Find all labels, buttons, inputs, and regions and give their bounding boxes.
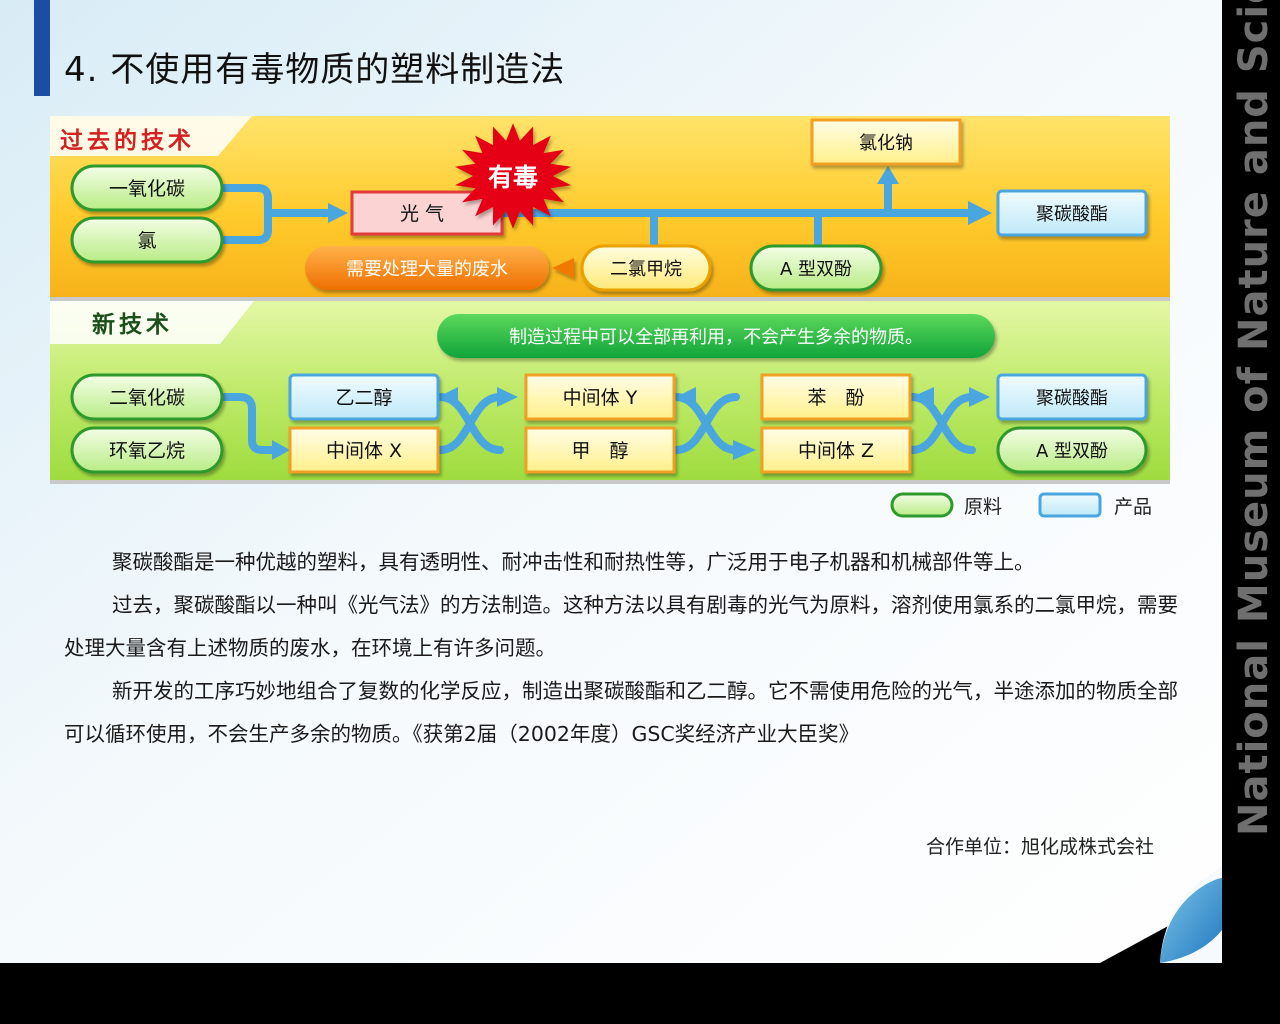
old-tech-label: 过去的技术 bbox=[60, 127, 195, 154]
intermediate-x-box bbox=[288, 426, 440, 474]
solvent-label: 二氯甲烷 bbox=[610, 259, 682, 280]
new-product-box bbox=[996, 373, 1148, 421]
side-banner-text: National Museum of Nature and Science bbox=[1231, 0, 1277, 836]
byproduct-box bbox=[810, 118, 962, 166]
intermediate-y-box bbox=[524, 373, 676, 421]
intermediate-y-label: 中间体 Y bbox=[563, 387, 638, 409]
new-tech-label: 新技术 bbox=[92, 311, 173, 338]
legend-product-swatch bbox=[1038, 492, 1102, 518]
legend-raw-swatch bbox=[890, 492, 954, 518]
methanol-label: 甲 醇 bbox=[571, 440, 628, 462]
recycle-note-label: 制造过程中可以全部再利用，不会产生多余的物质。 bbox=[509, 327, 923, 348]
paragraph-1: 聚碳酸酯是一种优越的塑料，具有透明性、耐冲击性和耐热性等，广泛用于电子机器和机械… bbox=[64, 541, 1184, 584]
new-bisphenol-label: A 型双酚 bbox=[1036, 441, 1108, 462]
page-curl-shadow bbox=[1160, 878, 1222, 963]
credit-line: 合作单位：旭化成株式会社 bbox=[925, 836, 1154, 858]
paragraph-1-text: 聚碳酸酯是一种优越的塑料，具有透明性、耐冲击性和耐热性等，广泛用于电子机器和机械… bbox=[112, 550, 1035, 574]
new-tech-section: 新技术 制造过程中可以全部再利用，不会产生多余的物质。 bbox=[50, 301, 1170, 484]
ethylene-glycol-label: 乙二醇 bbox=[335, 387, 392, 409]
old-input-chlorine-label: 氯 bbox=[137, 230, 156, 252]
new-bisphenol-pill bbox=[996, 426, 1148, 474]
old-tech-section: 过去的技术 一氧化碳 氯 光 气 bbox=[50, 116, 1170, 301]
intermediate-z-label: 中间体 Z bbox=[798, 440, 874, 462]
new-input-ethylene-oxide-label: 环氧乙烷 bbox=[109, 440, 185, 462]
old-tech-label-bg bbox=[50, 116, 252, 156]
phosgene-label: 光 气 bbox=[400, 203, 444, 225]
legend: 原料 产品 bbox=[890, 492, 1152, 518]
toxic-badge: 有毒 bbox=[488, 163, 538, 192]
old-input-co-label: 一氧化碳 bbox=[109, 178, 185, 200]
paragraph-3: 新开发的工序巧妙地组合了复数的化学反应，制造出聚碳酸酯和乙二醇。它不需使用危险的… bbox=[64, 670, 1184, 756]
new-tech-label-bg bbox=[50, 301, 254, 344]
wastewater-note-label: 需要处理大量的废水 bbox=[346, 259, 508, 280]
old-input-co bbox=[70, 164, 224, 212]
byproduct-label: 氯化钠 bbox=[859, 133, 913, 154]
legend-product-label: 产品 bbox=[1114, 496, 1152, 518]
paragraph-2-text: 过去，聚碳酸酯以一种叫《光气法》的方法制造。这种方法以具有剧毒的光气为原料，溶剂… bbox=[64, 593, 1178, 660]
paragraph-3-text: 新开发的工序巧妙地组合了复数的化学反应，制造出聚碳酸酯和乙二醇。它不需使用危险的… bbox=[64, 679, 1178, 746]
ethylene-glycol-box bbox=[288, 373, 440, 421]
methanol-box bbox=[524, 426, 676, 474]
old-product-box bbox=[996, 189, 1148, 237]
old-bisphenol-pill bbox=[749, 244, 883, 292]
old-product-label: 聚碳酸酯 bbox=[1036, 204, 1108, 225]
intermediate-z-box bbox=[760, 426, 912, 474]
paragraph-2: 过去，聚碳酸酯以一种叫《光气法》的方法制造。这种方法以具有剧毒的光气为原料，溶剂… bbox=[64, 584, 1184, 670]
legend-raw-label: 原料 bbox=[964, 496, 1002, 518]
phenol-label: 苯 酚 bbox=[807, 387, 864, 409]
wastewater-note bbox=[305, 246, 574, 290]
intermediate-x-label: 中间体 X bbox=[326, 440, 402, 462]
title-accent-bar bbox=[34, 0, 50, 96]
old-input-chlorine bbox=[70, 216, 224, 264]
new-input-co2 bbox=[70, 373, 224, 421]
recycle-note bbox=[437, 314, 995, 358]
old-bisphenol-label: A 型双酚 bbox=[780, 259, 852, 280]
new-product-label: 聚碳酸酯 bbox=[1036, 388, 1108, 409]
phenol-box bbox=[760, 373, 912, 421]
side-banner-bg bbox=[1222, 0, 1280, 1024]
toxic-starburst-icon bbox=[455, 123, 571, 229]
new-input-ethylene-oxide bbox=[70, 426, 224, 474]
new-input-co2-label: 二氧化碳 bbox=[109, 387, 185, 409]
solvent-pill bbox=[580, 244, 712, 292]
page-title: 4. 不使用有毒物质的塑料制造法 bbox=[64, 50, 566, 90]
